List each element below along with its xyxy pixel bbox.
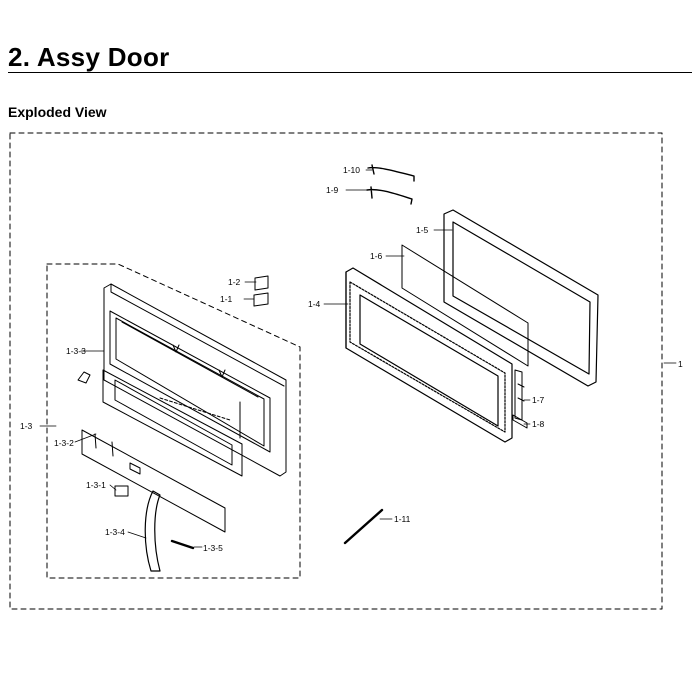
callout-1-8: 1-8 <box>532 419 545 429</box>
part-choke-frame-1-5 <box>443 209 599 387</box>
part-front-glass <box>81 429 226 533</box>
callout-1-11: 1-11 <box>394 514 411 524</box>
callout-1-3-3: 1-3-3 <box>66 346 86 356</box>
part-latch-1-10 <box>367 164 415 182</box>
part-door-frame <box>103 283 287 477</box>
callout-1-3-2: 1-3-2 <box>54 438 74 448</box>
part-rod-1-11 <box>343 508 384 545</box>
callout-1-10: 1-10 <box>343 165 360 175</box>
part-screen-1-6 <box>401 244 529 367</box>
callout-1-6: 1-6 <box>370 251 383 261</box>
part-hinge-levers <box>512 369 528 429</box>
part-spring-1-3-5 <box>170 539 195 550</box>
callout-1-1: 1-1 <box>220 294 233 304</box>
title-underline <box>8 72 692 73</box>
part-label-1-3-1 <box>114 485 129 497</box>
callout-1-3: 1-3 <box>20 421 33 431</box>
callout-1-3-5: 1-3-5 <box>203 543 223 553</box>
callout-1-7: 1-7 <box>532 395 545 405</box>
assembly-boundary <box>9 132 663 610</box>
leader-lines <box>39 169 677 548</box>
section-subtitle: Exploded View <box>8 104 107 120</box>
part-bracket-1-1 <box>253 292 269 307</box>
part-bracket-1-2 <box>254 275 269 291</box>
part-latch-clip <box>77 371 91 384</box>
callout-1-3-1: 1-3-1 <box>86 480 106 490</box>
page-title: 2. Assy Door <box>8 42 170 72</box>
callout-1: 1 <box>678 359 683 369</box>
part-latch-1-9 <box>366 186 413 205</box>
subassembly-boundary <box>46 263 301 579</box>
callout-1-3-4: 1-3-4 <box>105 527 125 537</box>
callout-1-9: 1-9 <box>326 185 339 195</box>
part-inner-frame-1-4 <box>345 267 513 443</box>
callout-1-5: 1-5 <box>416 225 429 235</box>
callout-1-4: 1-4 <box>308 299 321 309</box>
part-control-panel <box>102 369 243 477</box>
callout-1-2: 1-2 <box>228 277 241 287</box>
part-tube-1-3-4 <box>144 490 161 572</box>
